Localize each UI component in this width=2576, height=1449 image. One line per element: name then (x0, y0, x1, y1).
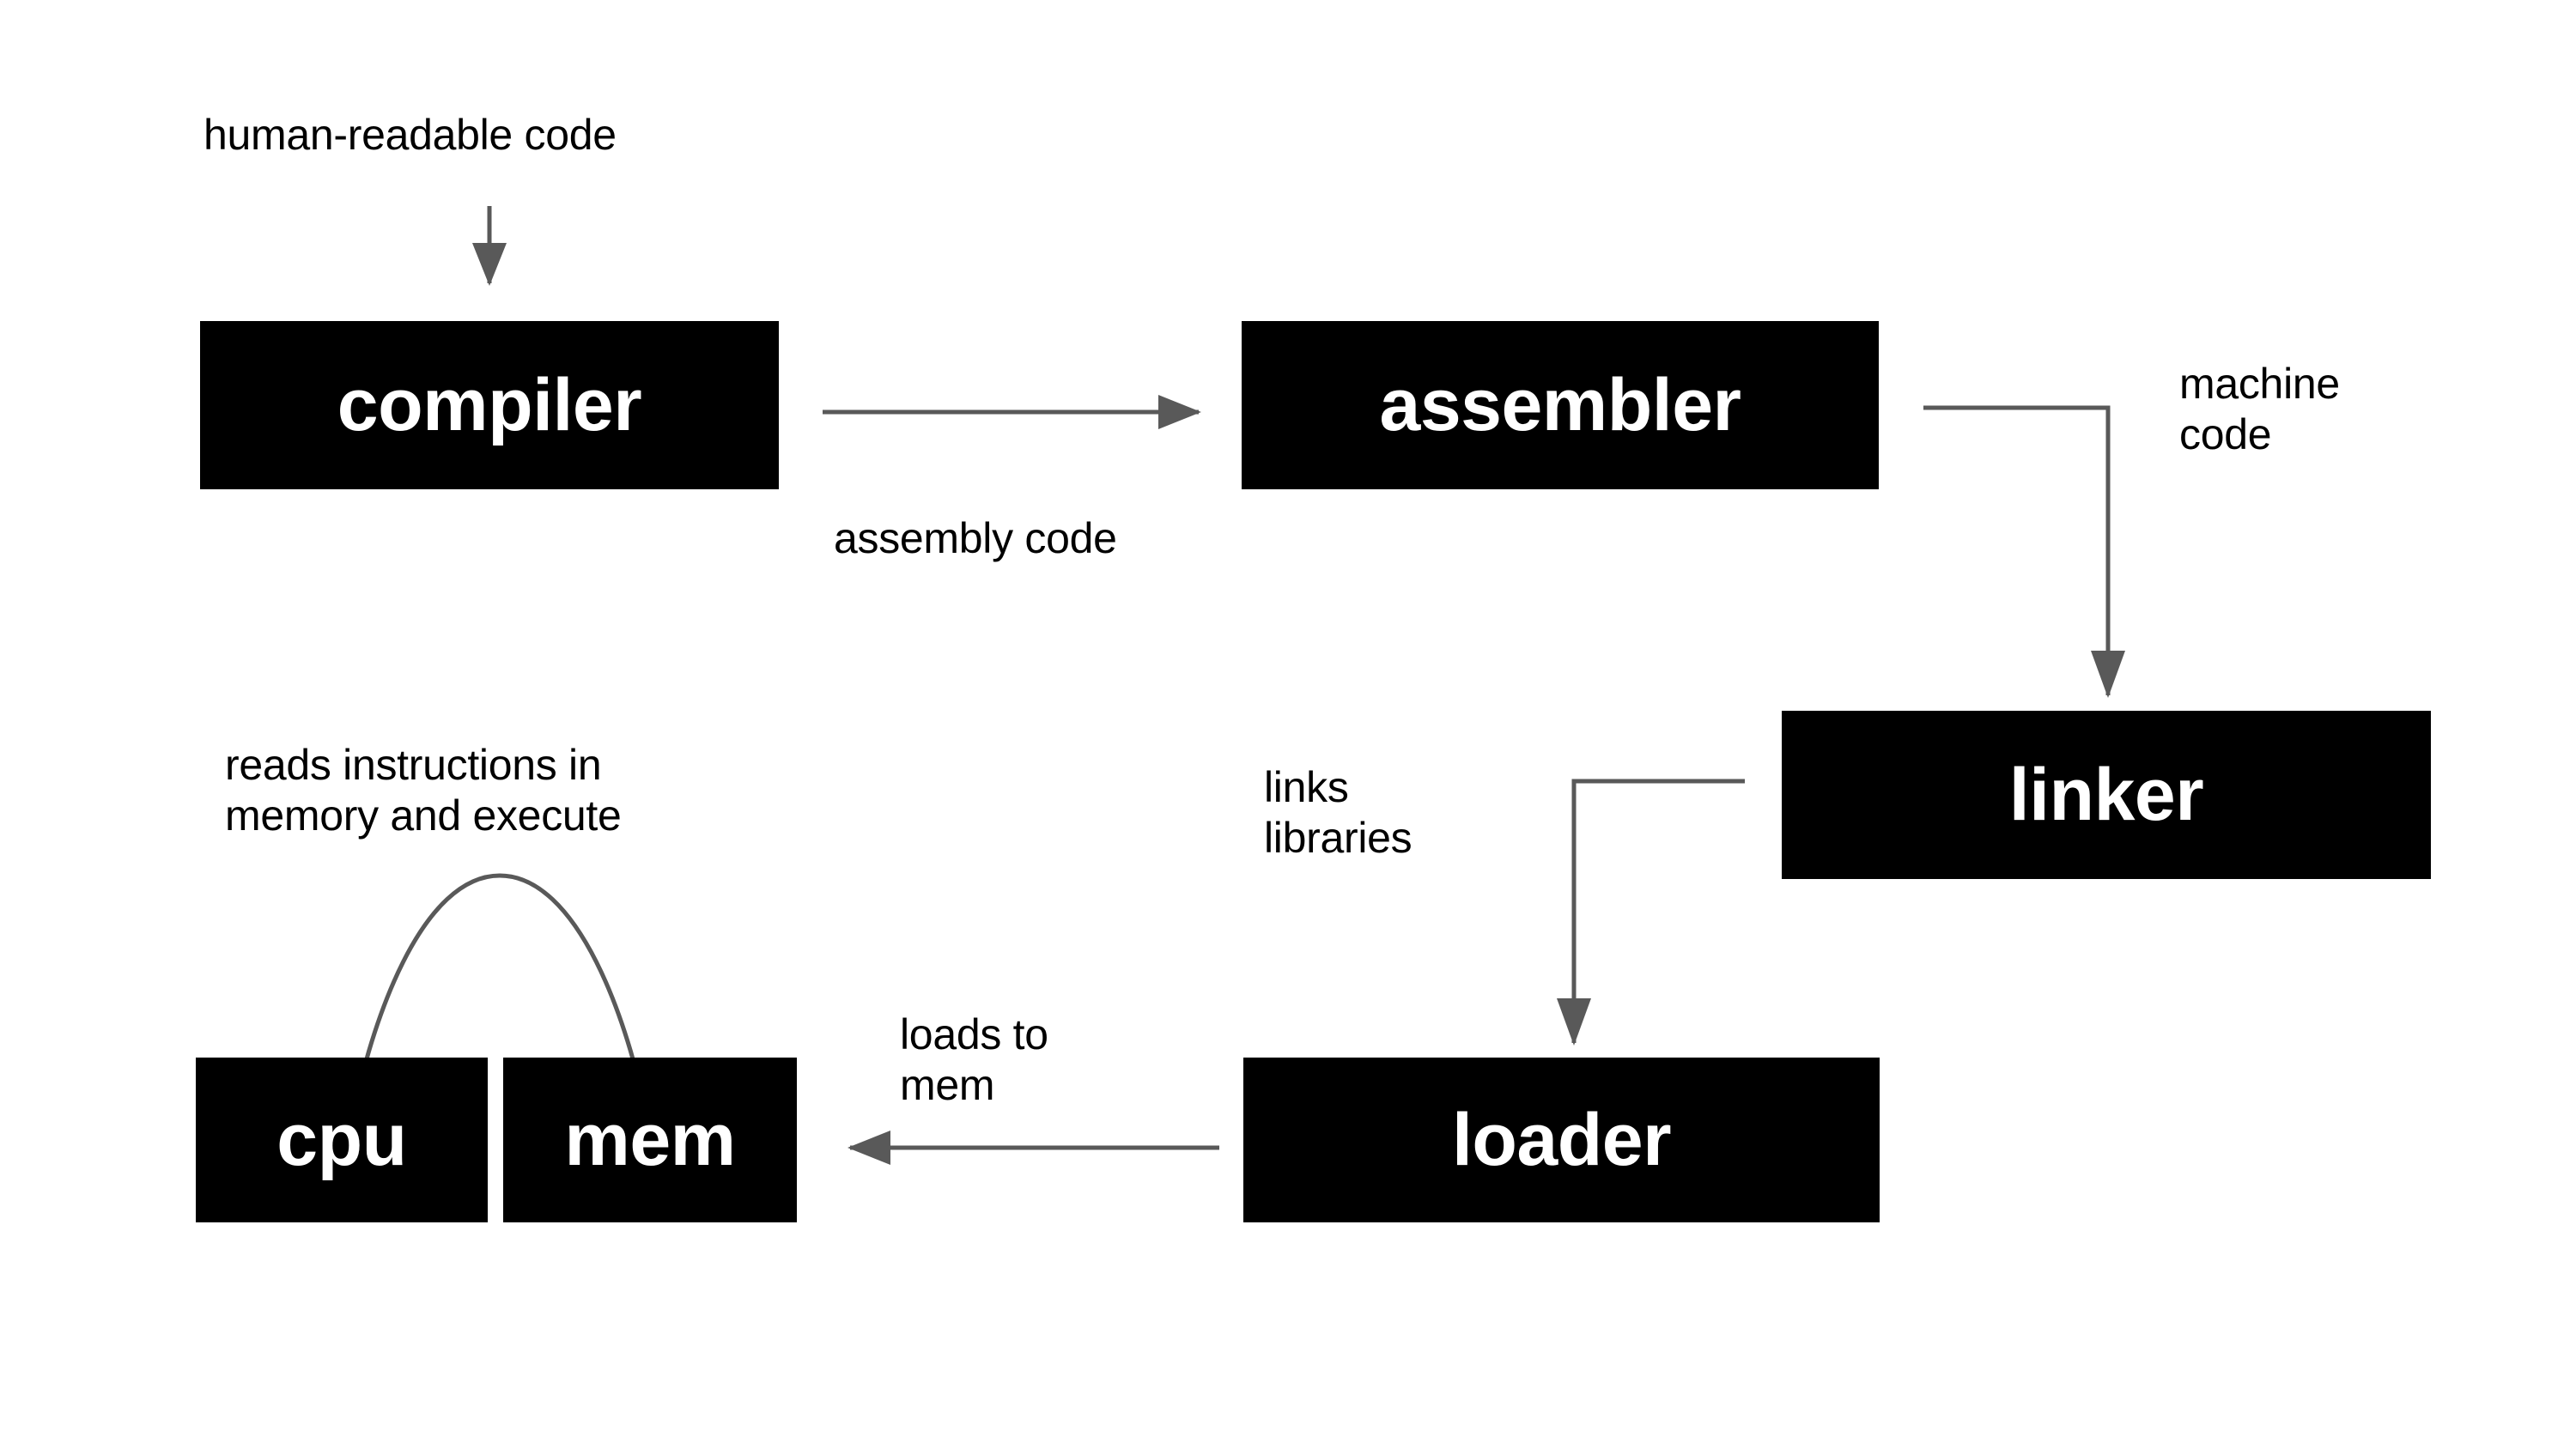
connector-assembler-to-linker (1923, 405, 2125, 699)
node-compiler[interactable]: compiler (200, 321, 779, 489)
node-assembler[interactable]: assembler (1242, 321, 1879, 489)
label-assembly-code: assembly code (834, 514, 1117, 562)
node-loader-label: loader (1451, 1099, 1672, 1181)
connector-linker-to-loader (1557, 779, 1745, 1046)
node-linker-label: linker (2008, 754, 2204, 836)
node-cpu-label: cpu (276, 1099, 407, 1181)
node-loader[interactable]: loader (1243, 1058, 1880, 1222)
node-cpu[interactable]: cpu (196, 1058, 488, 1222)
label-machine-code: machine code (2179, 360, 2340, 458)
label-links-libraries: links libraries (1264, 763, 1413, 862)
label-reads-instructions: reads instructions in memory and execute (225, 741, 622, 840)
node-mem-label: mem (564, 1099, 736, 1181)
label-loads-to-mem: loads to mem (900, 1010, 1048, 1109)
node-mem[interactable]: mem (503, 1058, 797, 1222)
node-linker[interactable]: linker (1782, 711, 2431, 879)
label-human-readable-code: human-readable code (204, 111, 617, 159)
node-compiler-label: compiler (337, 364, 642, 446)
node-assembler-label: assembler (1379, 364, 1741, 446)
